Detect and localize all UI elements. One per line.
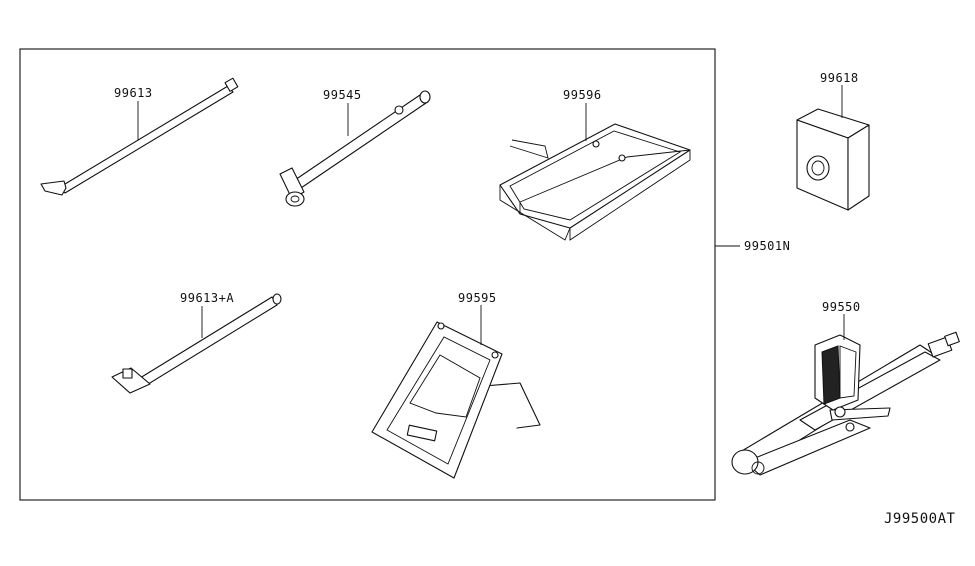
part-extension-bar[interactable]: 99613+A	[111, 291, 282, 394]
part-number: 99618	[820, 71, 859, 85]
extension-bar-shaft	[139, 296, 278, 387]
bracket-rivet	[437, 322, 445, 330]
jack-screw-tip	[944, 331, 960, 347]
jack-saddle-side	[839, 345, 857, 399]
tray-rivet	[592, 140, 600, 148]
jack-saddle-slot	[821, 345, 841, 405]
part-jack-bracket[interactable]: 99595	[371, 291, 541, 479]
tray-frame-inner	[509, 130, 682, 221]
bracket-stand-leg	[471, 382, 541, 429]
foam-block-side	[847, 124, 870, 211]
part-number: 99613	[114, 86, 153, 100]
part-number: 99596	[563, 88, 602, 102]
tray-strap	[509, 139, 549, 159]
drawing-code: J99500AT	[884, 511, 956, 527]
part-number: 99545	[323, 88, 362, 102]
bracket-rivet	[491, 351, 499, 359]
handle-bar-foot	[40, 180, 67, 196]
jack-foot	[731, 449, 759, 475]
jack-pivot	[834, 406, 846, 418]
tray-rivet	[618, 154, 626, 162]
jack-foot-roller	[751, 461, 765, 475]
part-scissor-jack[interactable]: 99550	[731, 300, 960, 476]
extension-bar-knob	[122, 368, 133, 379]
handle-bar-tip	[224, 77, 239, 92]
part-handle-bar[interactable]: 99613	[40, 77, 239, 196]
jack-base-rail	[744, 419, 871, 476]
extension-bar-tip	[272, 293, 282, 305]
part-number: 99550	[822, 300, 861, 314]
lug-wrench-socket-inner	[290, 195, 300, 203]
tray-frame-outer	[499, 123, 691, 229]
part-number: 99613+A	[180, 291, 234, 305]
lug-wrench-bend	[279, 167, 305, 200]
tray-side-lip	[569, 150, 691, 241]
part-foam-block[interactable]: 99618	[796, 71, 870, 211]
bracket-frame-inner	[386, 336, 491, 465]
kit-label: 99501N	[744, 239, 790, 253]
part-lug-wrench[interactable]: 99545	[279, 88, 431, 207]
lug-wrench-end	[419, 90, 431, 104]
jack-pivot	[845, 422, 855, 432]
foam-block-hole-inner	[811, 160, 825, 176]
handle-bar-shaft	[59, 85, 234, 194]
lug-wrench-hole	[394, 105, 404, 115]
part-tool-tray[interactable]: 99596	[499, 88, 691, 241]
lug-wrench-socket	[285, 191, 305, 207]
lug-wrench-shaft	[291, 94, 427, 191]
bracket-slot	[406, 424, 438, 442]
foam-block-hole	[806, 155, 830, 181]
bracket-frame	[371, 321, 503, 479]
part-number: 99595	[458, 291, 497, 305]
bracket-window	[409, 354, 481, 418]
kit-boundary	[19, 48, 716, 501]
tray-front-lip	[499, 185, 571, 241]
tray-divider	[519, 149, 691, 214]
